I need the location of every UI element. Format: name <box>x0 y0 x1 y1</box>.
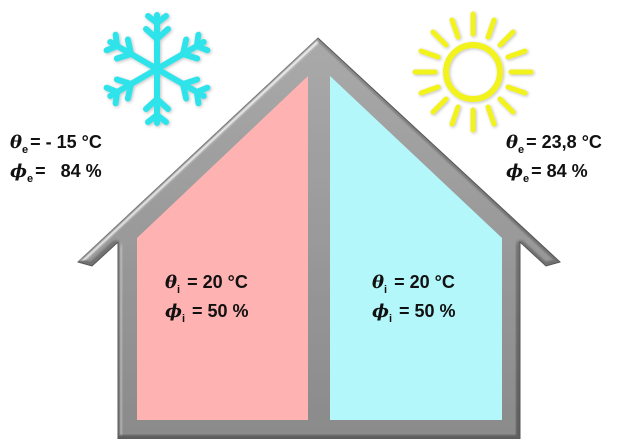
room-left-humidity: ϕi = 50 % <box>165 301 249 325</box>
room-left-temperature: θi = 20 °C <box>165 272 248 296</box>
room-right-humidity: ϕi = 50 % <box>372 301 456 325</box>
room-right-temperature: θi = 20 °C <box>372 272 455 296</box>
exterior-summer-humidity: ϕe= 84 % <box>506 161 588 185</box>
room-left <box>137 76 308 420</box>
exterior-summer-temperature: θe= 23,8 °C <box>506 132 602 156</box>
room-right <box>330 76 502 420</box>
snowflake-icon <box>105 12 210 123</box>
exterior-winter-temperature: θe= - 15 °C <box>10 132 102 156</box>
sun-icon <box>412 11 534 133</box>
exterior-winter-humidity: ϕe= 84 % <box>10 161 102 185</box>
